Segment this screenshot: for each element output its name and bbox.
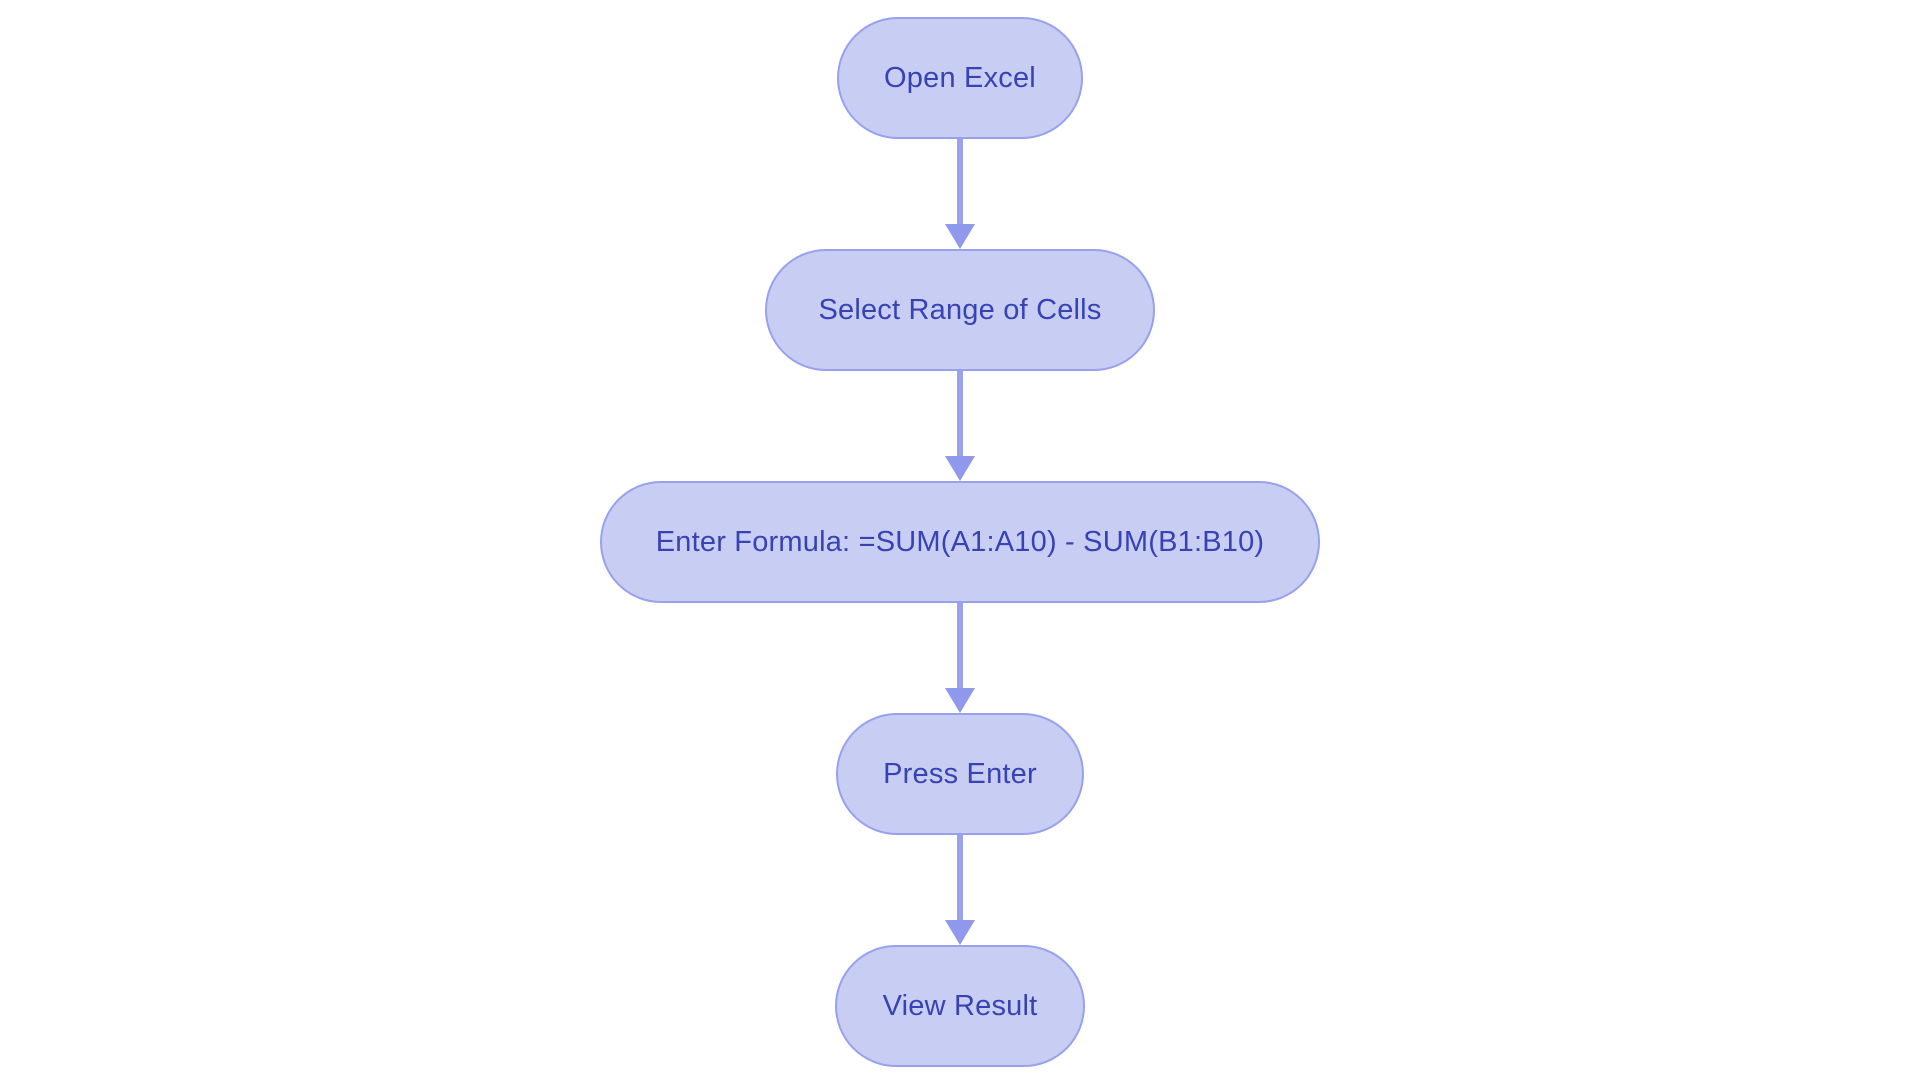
node-label-enter-formula: Enter Formula: =SUM(A1:A10) - SUM(B1:B10… <box>655 525 1265 558</box>
edge-press-enter-to-view-result <box>945 835 975 945</box>
arrow-stem <box>957 603 963 689</box>
arrowhead-down-icon <box>945 456 975 481</box>
edge-open-excel-to-select-range <box>945 139 975 249</box>
arrow-stem <box>957 835 963 921</box>
node-label-press-enter: Press Enter <box>883 757 1037 790</box>
flow-node-press-enter: Press Enter <box>836 713 1084 835</box>
node-label-view-result: View Result <box>882 989 1038 1022</box>
flow-node-view-result: View Result <box>835 945 1085 1067</box>
edge-enter-formula-to-press-enter <box>945 603 975 713</box>
flow-node-enter-formula: Enter Formula: =SUM(A1:A10) - SUM(B1:B10… <box>600 481 1320 603</box>
flow-node-select-range: Select Range of Cells <box>765 249 1155 371</box>
node-label-select-range: Select Range of Cells <box>818 293 1102 326</box>
arrow-stem <box>957 371 963 457</box>
node-label-open-excel: Open Excel <box>884 61 1036 94</box>
arrow-stem <box>957 139 963 225</box>
edge-select-range-to-enter-formula <box>945 371 975 481</box>
flow-node-open-excel: Open Excel <box>837 17 1083 139</box>
arrowhead-down-icon <box>945 224 975 249</box>
arrowhead-down-icon <box>945 688 975 713</box>
arrowhead-down-icon <box>945 920 975 945</box>
